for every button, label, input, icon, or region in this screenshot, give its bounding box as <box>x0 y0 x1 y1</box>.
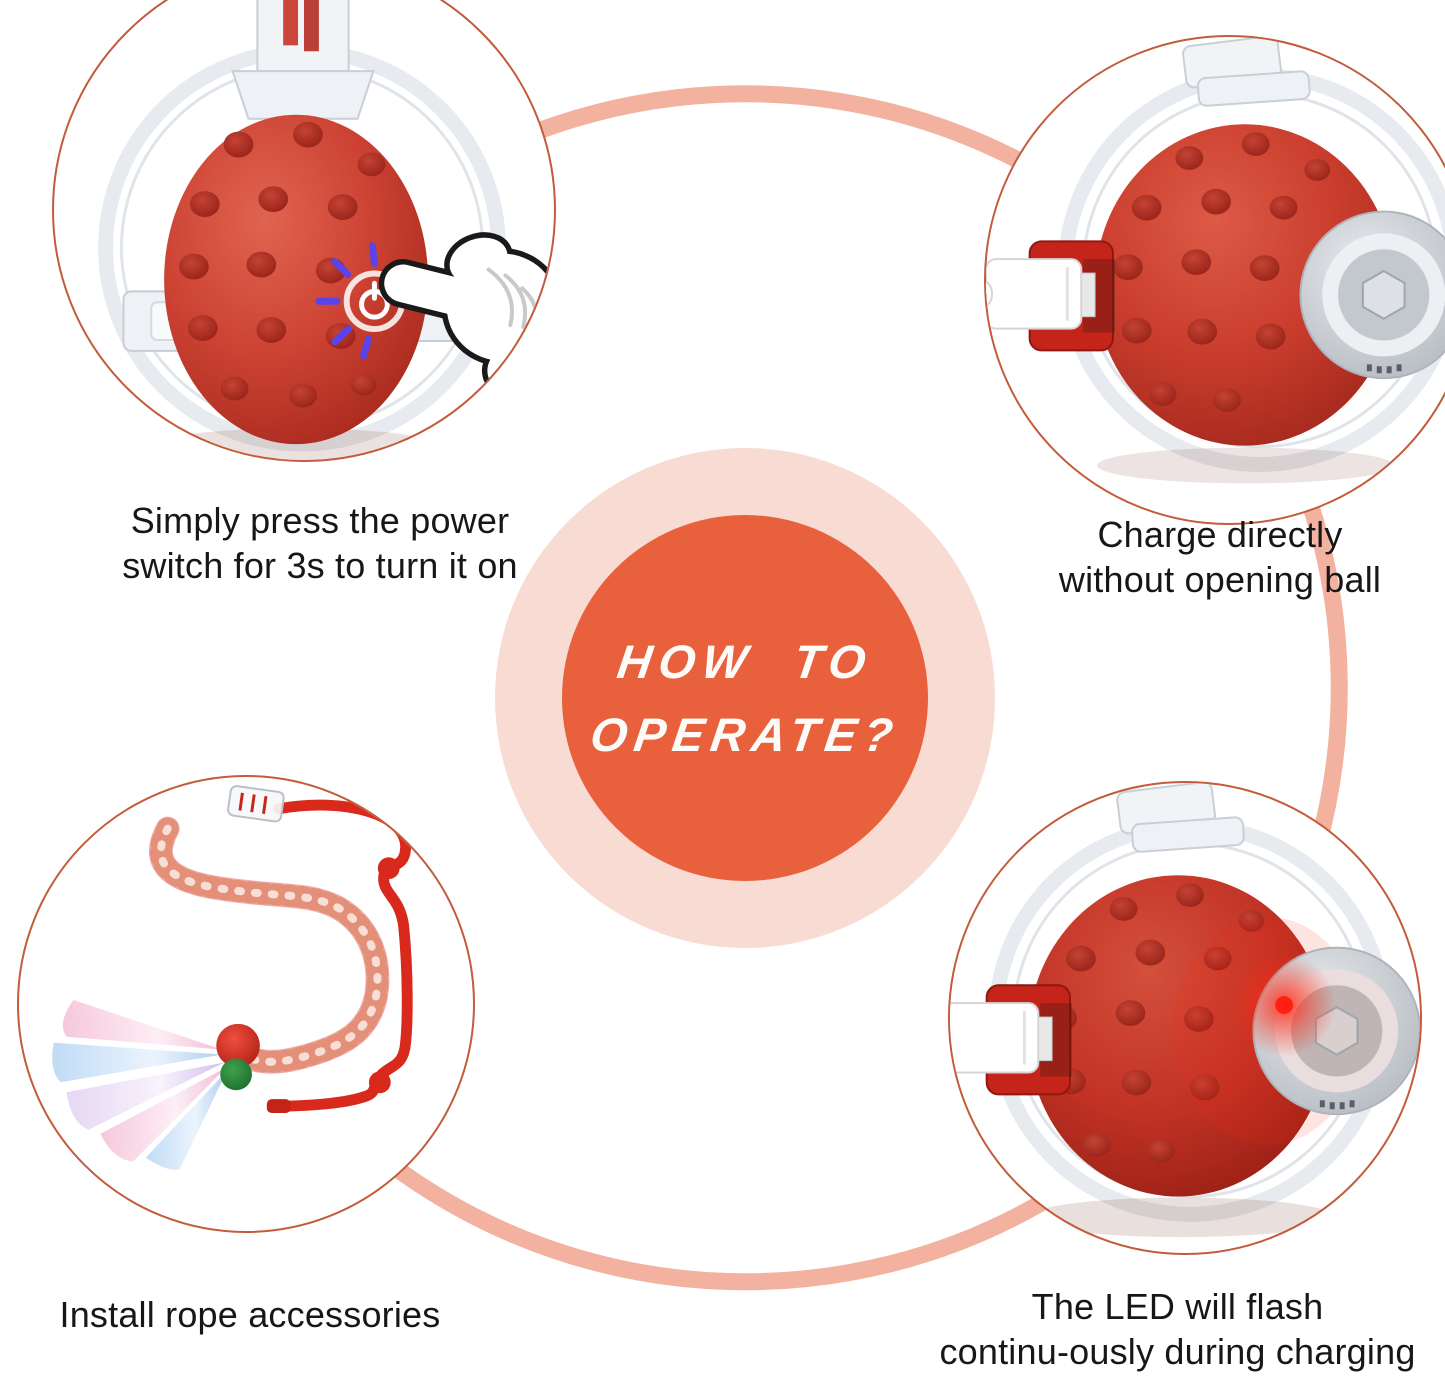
caption-led-flash-line1: The LED will flash <box>1031 1286 1324 1327</box>
page-title-line2: OPERATE? <box>587 708 903 761</box>
caption-press-power-line1: Simply press the power <box>130 500 510 541</box>
caption-press-power: Simply press the power switch for 3s to … <box>50 498 590 588</box>
rope-accessories-illustration <box>52 785 413 1170</box>
page-title-line1: HOW TO <box>614 635 876 688</box>
cord-connector <box>227 785 285 823</box>
red-cord <box>266 799 413 1114</box>
caption-rope-accessories: Install rope accessories <box>10 1292 490 1337</box>
ball-shadow <box>1097 447 1395 484</box>
center-badge: HOW TO OPERATE? <box>495 448 995 948</box>
caption-charge-directly: Charge directly without opening ball <box>955 512 1445 602</box>
press-power-illustration <box>98 0 554 460</box>
caption-charge-directly-line2: without opening ball <box>1058 559 1382 600</box>
led-charging-illustration <box>950 783 1420 1238</box>
caption-led-flash: The LED will flash continu-ously during … <box>905 1284 1445 1374</box>
caption-charge-directly-line1: Charge directly <box>1097 514 1343 555</box>
green-pompom <box>220 1058 252 1091</box>
charge-module <box>1299 210 1445 380</box>
usb-plug-icon <box>950 1002 1053 1074</box>
toy-ball <box>1095 124 1395 446</box>
caption-led-flash-line2: continu-ously during charging <box>939 1331 1416 1372</box>
photo-rope-accessories <box>17 775 475 1233</box>
mesh-tube <box>149 816 390 1074</box>
ball-shadow <box>1028 1197 1336 1238</box>
photo-press-power-switch <box>52 0 556 462</box>
center-badge-disc: HOW TO OPERATE? <box>562 515 928 881</box>
led-indicator <box>1232 953 1336 1057</box>
red-pompom <box>216 1023 260 1068</box>
photo-led-charging <box>948 781 1422 1255</box>
photo-charge-directly <box>984 35 1445 525</box>
caption-rope-accessories-line1: Install rope accessories <box>59 1294 441 1335</box>
usb-plug-icon <box>986 258 1096 330</box>
iridescent-ribbons <box>52 1000 228 1170</box>
caption-press-power-line2: switch for 3s to turn it on <box>122 545 518 586</box>
toy-ball <box>164 114 429 445</box>
charging-illustration <box>986 37 1445 484</box>
press-motion-marks <box>315 242 378 360</box>
clear-shell <box>988 783 1392 1222</box>
